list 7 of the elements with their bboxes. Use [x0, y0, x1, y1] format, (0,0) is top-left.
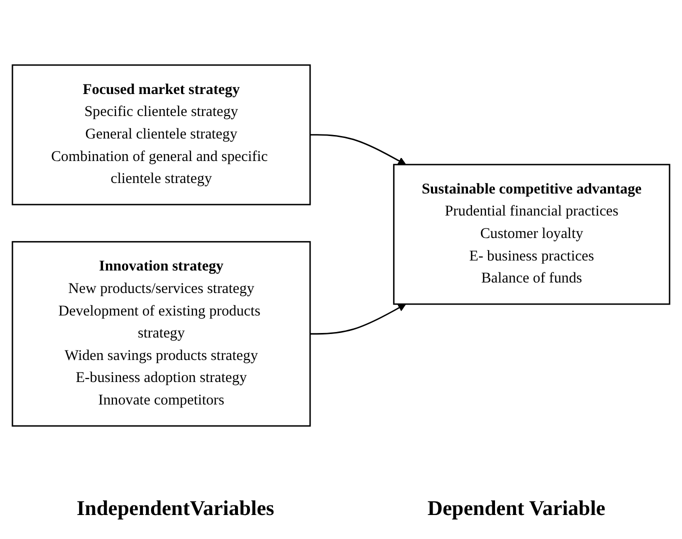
- arrow: [310, 303, 406, 334]
- axis-caption: IndependentVariables: [76, 496, 274, 521]
- axis-caption: Dependent Variable: [427, 496, 606, 521]
- node-box: Innovation strategy New products/services strategy Development of existing products strategy Widen savings products strategy E-business adoption strategy Innovate competitors: [12, 240, 311, 426]
- node-box: Sustainable competitive advantage Prudential financial practices Customer loyalty E- business practices Balance of funds: [393, 163, 670, 304]
- arrow: [310, 134, 406, 164]
- node-box: Focused market strategy Specific clientele strategy General clientele strategy Combination of general and specific clientele strategy: [12, 64, 311, 205]
